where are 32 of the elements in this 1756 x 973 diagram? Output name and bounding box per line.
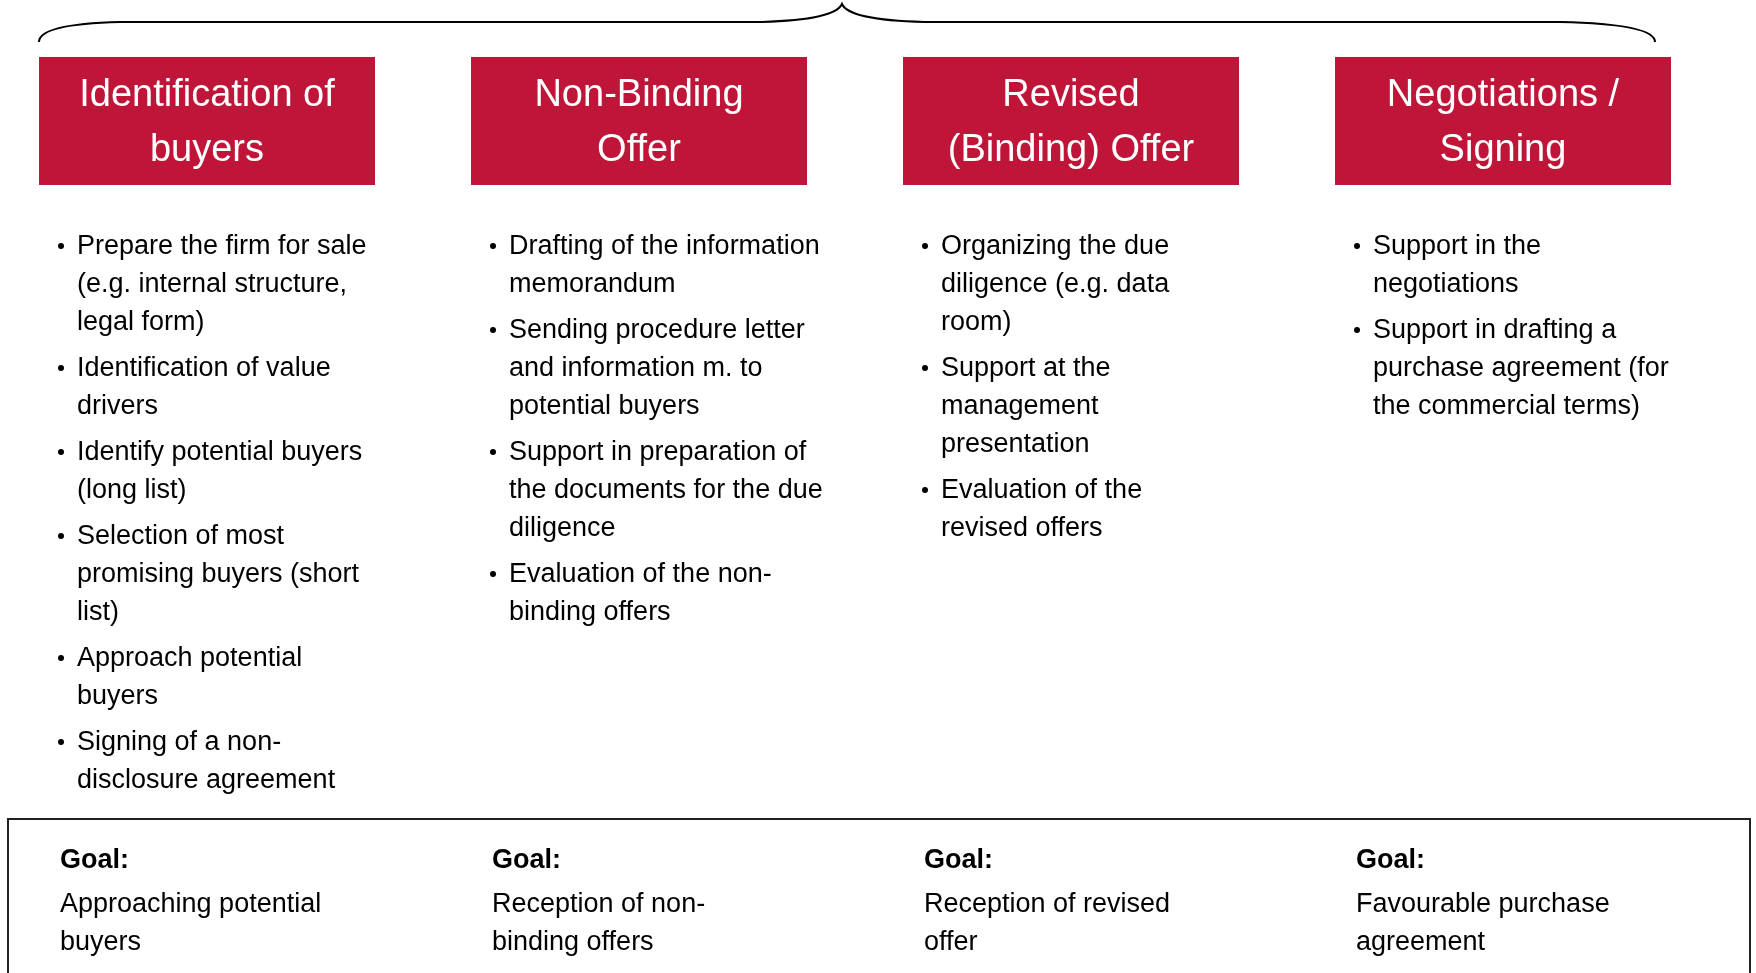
goal-text: Reception of non-binding offers [492, 887, 707, 958]
goal-text: Favourable purchase agreement [1356, 887, 1611, 958]
goal-text: Reception of revised offer [924, 887, 1172, 958]
goal-text: Approaching potential buyers [60, 887, 323, 958]
task-text: Support at the management presentation [941, 351, 1112, 460]
phase-box [39, 57, 375, 185]
task-text: Prepare the firm for sale (e.g. internal structure, legal form) [77, 229, 368, 338]
phase-box [1335, 57, 1671, 185]
phase-title: Non-Binding Offer [533, 71, 745, 171]
goal-heading: Goal: [924, 843, 994, 876]
goal-heading: Goal: [492, 843, 562, 876]
task-text: Approach potential buyers [77, 641, 304, 712]
task-text: Support in preparation of the documents for the due diligence [509, 435, 824, 544]
task-text: Support in the negotiations [1373, 229, 1543, 300]
task-text: Identify potential buyers (long list) [77, 435, 364, 506]
task-text: Drafting of the information memorandum [509, 229, 821, 300]
phase-box [903, 57, 1239, 185]
task-text: Organizing the due diligence (e.g. data room) [941, 229, 1171, 338]
task-text: Selection of most promising buyers (short list) [77, 519, 361, 628]
phase-title: Negotiations / Signing [1385, 71, 1621, 171]
goal-heading: Goal: [1356, 843, 1426, 876]
phase-title: Identification of buyers [78, 71, 336, 171]
task-text: Evaluation of the non-binding offers [509, 557, 773, 628]
goal-heading: Goal: [60, 843, 130, 876]
goal-panel [7, 818, 1751, 973]
phase-title: Revised (Binding) Offer [946, 71, 1196, 171]
phase-box [471, 57, 807, 185]
task-text: Evaluation of the revised offers [941, 473, 1144, 544]
task-text: Signing of a non-disclosure agreement [77, 725, 337, 796]
task-text: Support in drafting a purchase agreement (for the commercial terms) [1373, 313, 1670, 422]
task-text: Identification of value drivers [77, 351, 332, 422]
task-text: Sending procedure letter and information m. to potential buyers [509, 313, 806, 422]
